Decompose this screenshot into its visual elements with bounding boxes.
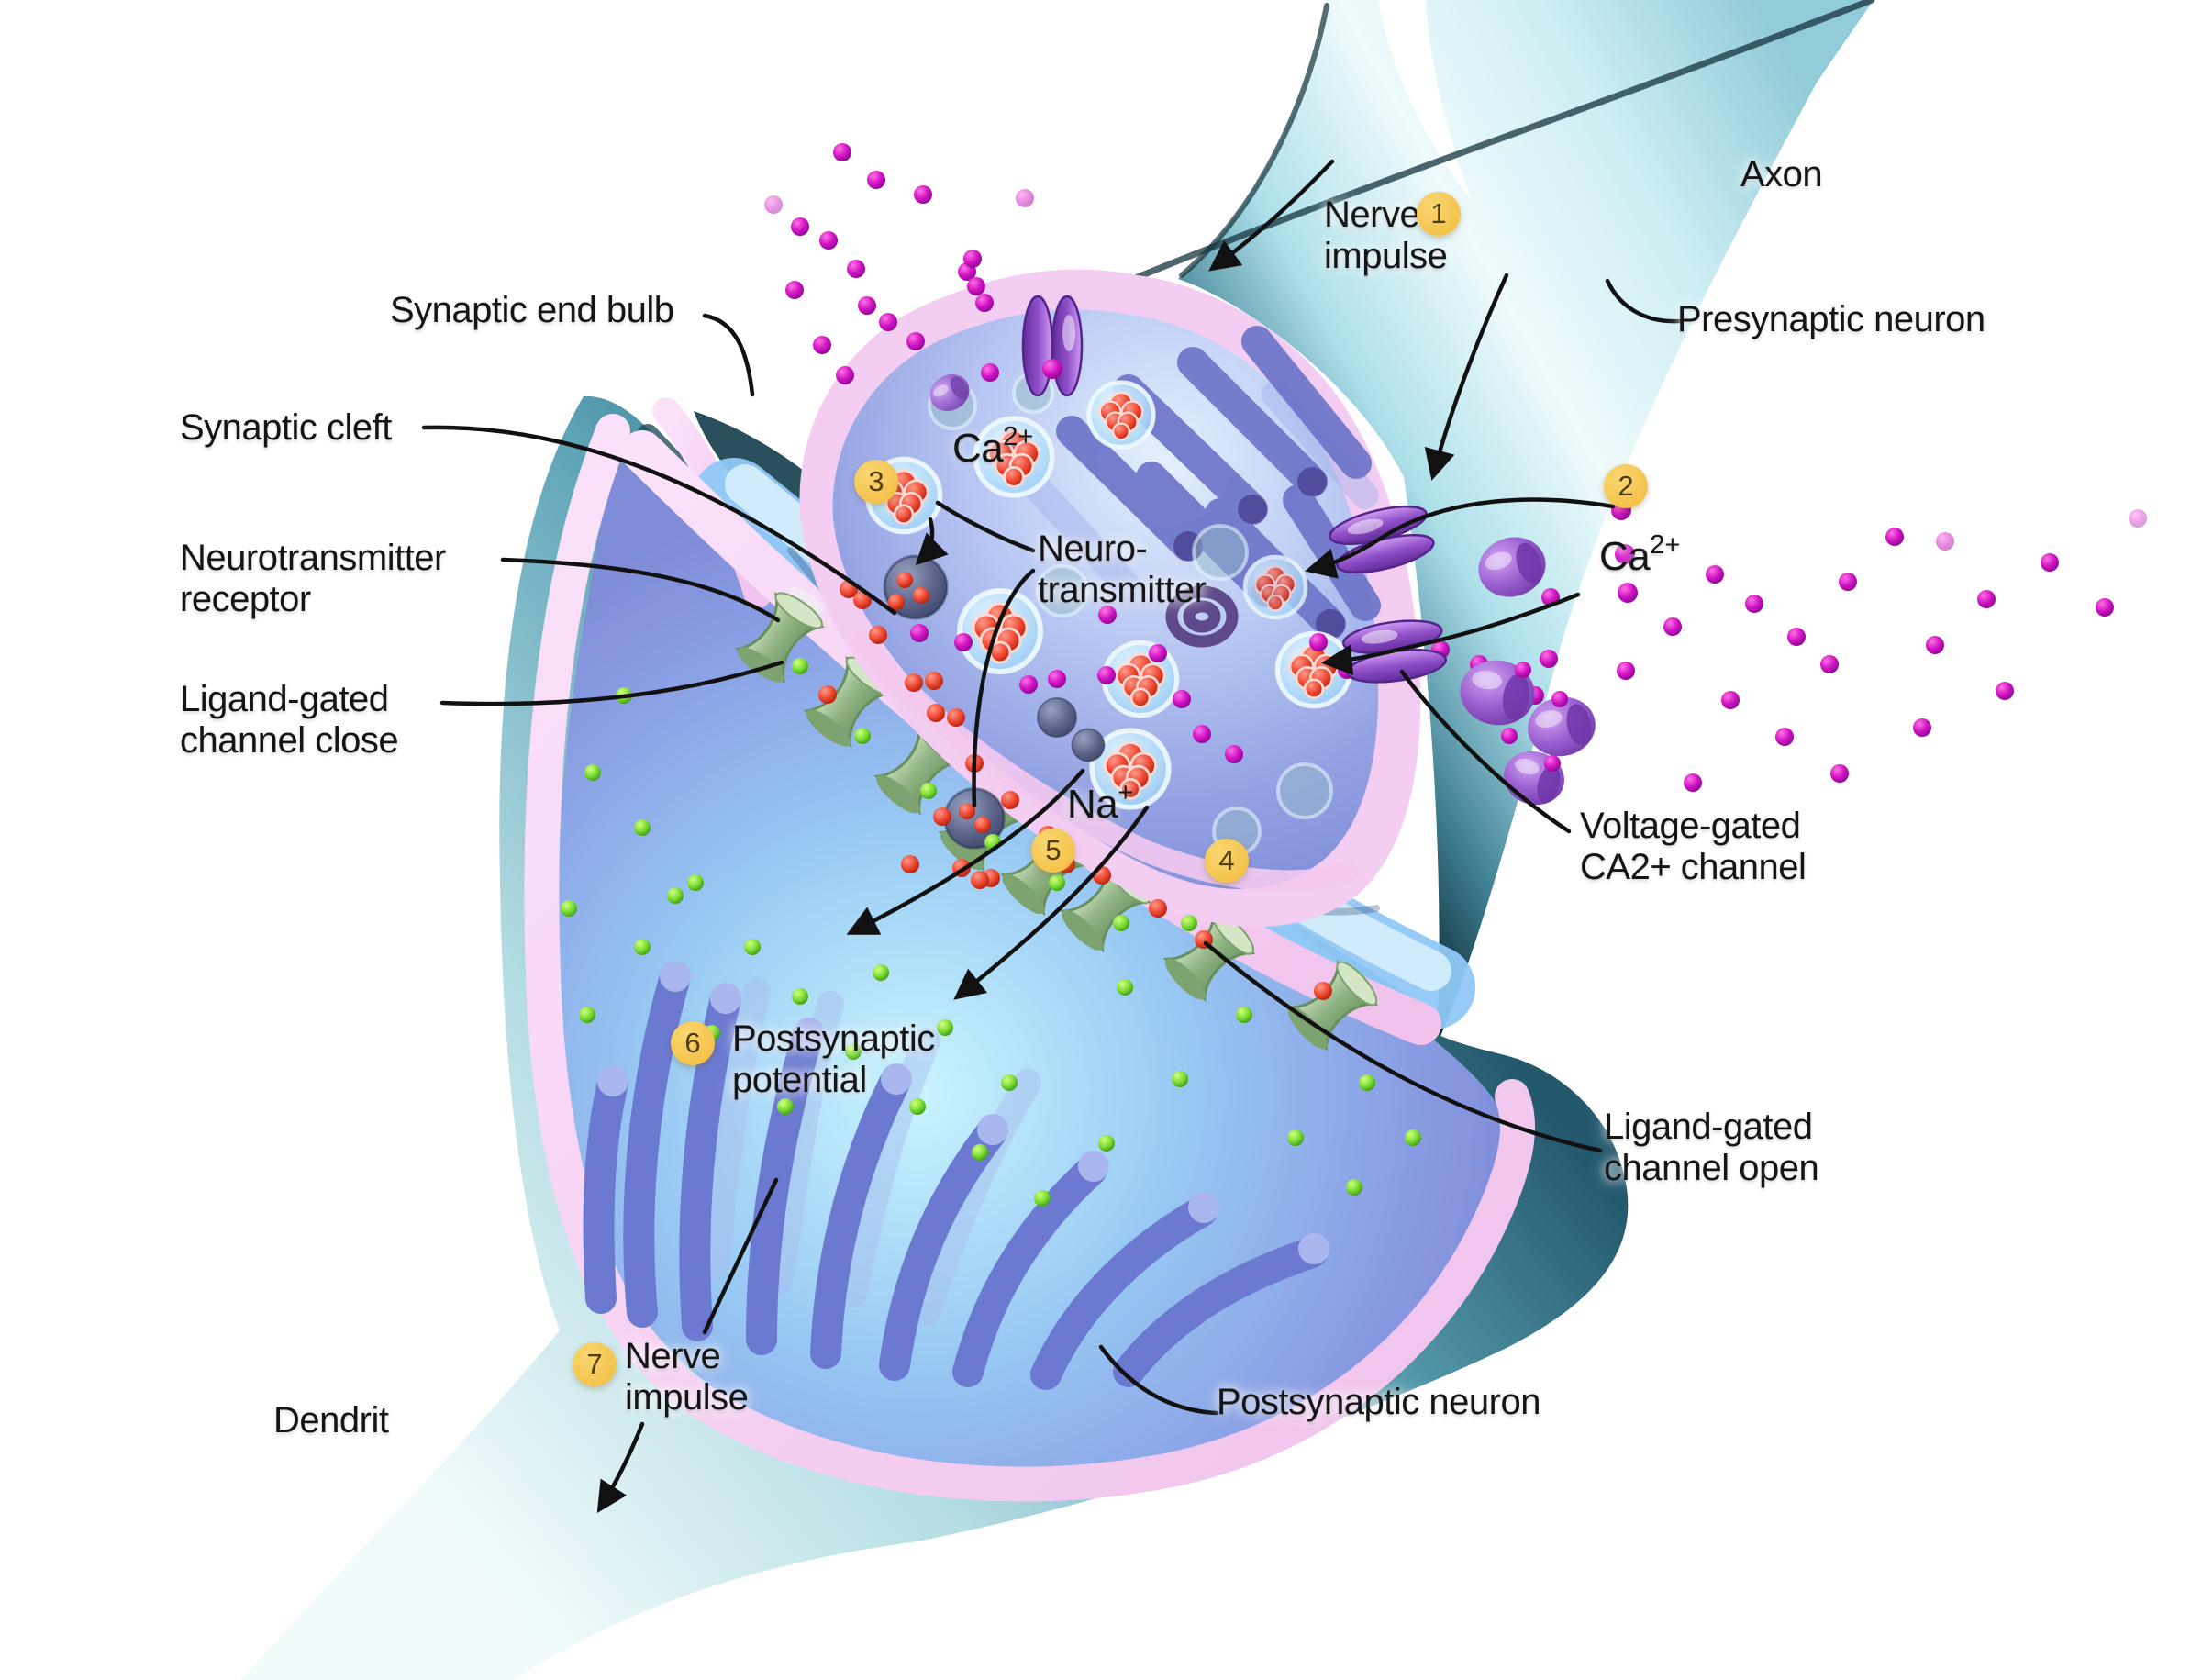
leader-lines (421, 278, 1682, 1416)
label-postsynaptic-neuron: Postsynaptic neuron (1217, 1382, 1540, 1422)
label-neurotransmitter-receptor: Neurotransmitter receptor (180, 538, 446, 619)
label-ca2-center: Ca2+ (952, 422, 1033, 472)
ca2-right-sup: 2+ (1650, 530, 1681, 560)
step-badge-3: 3 (854, 460, 898, 504)
voltage-gated-ca-channels (923, 295, 1601, 812)
step-badge-4: 4 (1205, 839, 1249, 883)
label-presynaptic-neuron: Presynaptic neuron (1677, 299, 1985, 339)
label-synaptic-cleft: Synaptic cleft (180, 407, 392, 448)
label-ligand-gated-channel-close: Ligand-gated channel close (180, 679, 399, 761)
label-nerve-impulse-top: Nerve impulse (1324, 195, 1448, 276)
label-neurotransmitter: Neuro- transmitter (1038, 528, 1207, 610)
step-badge-5: 5 (1031, 829, 1075, 873)
label-postsynaptic-potential: Postsynaptic potential (732, 1018, 935, 1100)
ca2-right-base: Ca (1599, 534, 1651, 579)
step-badge-6: 6 (671, 1021, 715, 1065)
label-ca2-right: Ca2+ (1599, 530, 1680, 580)
actin-filaments (583, 961, 1329, 1390)
label-voltage-gated-channel: Voltage-gated CA2+ channel (1580, 806, 1807, 887)
label-axon: Axon (1740, 154, 1823, 195)
na-sup: + (1118, 778, 1134, 807)
ca2-center-sup: 2+ (1003, 422, 1034, 451)
label-dendrit: Dendrit (273, 1400, 389, 1441)
step-badge-1: 1 (1417, 192, 1461, 236)
ca2-center-base: Ca (952, 426, 1004, 471)
calcium-ions (764, 143, 2147, 792)
postsynaptic-membrane-cup (524, 414, 1536, 1502)
label-synaptic-end-bulb: Synaptic end bulb (390, 290, 674, 330)
step-badge-7: 7 (573, 1342, 617, 1386)
na-base: Na (1067, 782, 1118, 827)
label-nerve-impulse-bottom: Nerve impulse (625, 1336, 749, 1418)
step-badge-2: 2 (1604, 464, 1648, 508)
label-na: Na+ (1067, 778, 1133, 828)
label-ligand-gated-channel-open: Ligand-gated channel open (1604, 1107, 1819, 1188)
flow-arrows (596, 159, 1616, 1514)
